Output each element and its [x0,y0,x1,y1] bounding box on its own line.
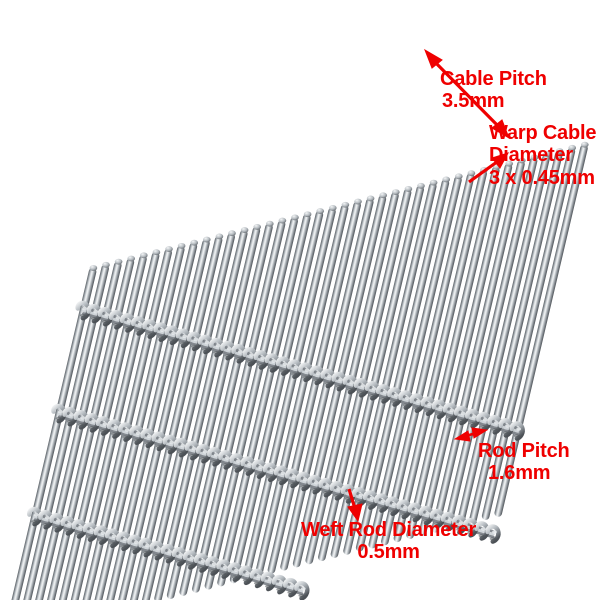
rod-pitch-line2: 1.6mm [488,462,551,485]
label-cable-pitch: Cable Pitch 3.5mm [440,68,547,113]
mesh-weft-rod [166,223,262,599]
rod-pitch-line1: Rod Pitch [478,440,570,462]
mesh-weft-rod [40,255,136,600]
mesh-weft-rod [330,182,425,558]
label-warp-cable-diameter: Warp Cable Diameter 3 x 0.45mm [489,122,596,189]
mesh-weft-rod [368,173,463,549]
mesh-weft-rod [204,214,299,590]
mesh-warp-cable-row [51,403,501,544]
mesh-warp-cable-row [75,300,525,441]
cable-pitch-line1: Cable Pitch [440,68,547,90]
label-weft-rod-diameter: Weft Rod Diameter 0.5mm [301,519,476,564]
mesh-weft-rod [343,179,438,555]
mesh-weft-rod [242,204,337,581]
mesh-weft-rod [129,233,224,600]
mesh-weft-rod [15,261,110,600]
mesh-weft-rod [255,201,350,577]
weft-rod-line2: 0.5mm [357,541,420,564]
mesh-weft-rod [318,186,413,562]
mesh-weft-rod [3,265,98,600]
warp-cable-line2: Diameter [489,144,573,167]
cable-pitch-line2: 3.5mm [442,90,505,113]
cable-loop [509,421,525,441]
weft-rod-line1: Weft Rod Diameter [301,519,477,541]
mesh-weft-rod [355,176,451,552]
warp-cable-line3: 3 x 0.45mm [489,166,595,189]
mesh-weft-rod [229,208,325,584]
label-rod-pitch: Rod Pitch 1.6mm [478,440,570,485]
mesh-weft-rod [141,230,236,600]
mesh-warp-cable-row [27,506,310,600]
mesh-weft-rod [179,220,274,596]
mesh-weft-rod [217,211,312,587]
mesh-weft-rod [192,217,287,593]
warp-cable-line1: Warp Cable [489,122,597,144]
mesh-weft-rod [154,227,249,600]
mesh-weft-rod [28,258,123,600]
cable-loop [485,524,501,544]
cable-loop [294,581,310,600]
